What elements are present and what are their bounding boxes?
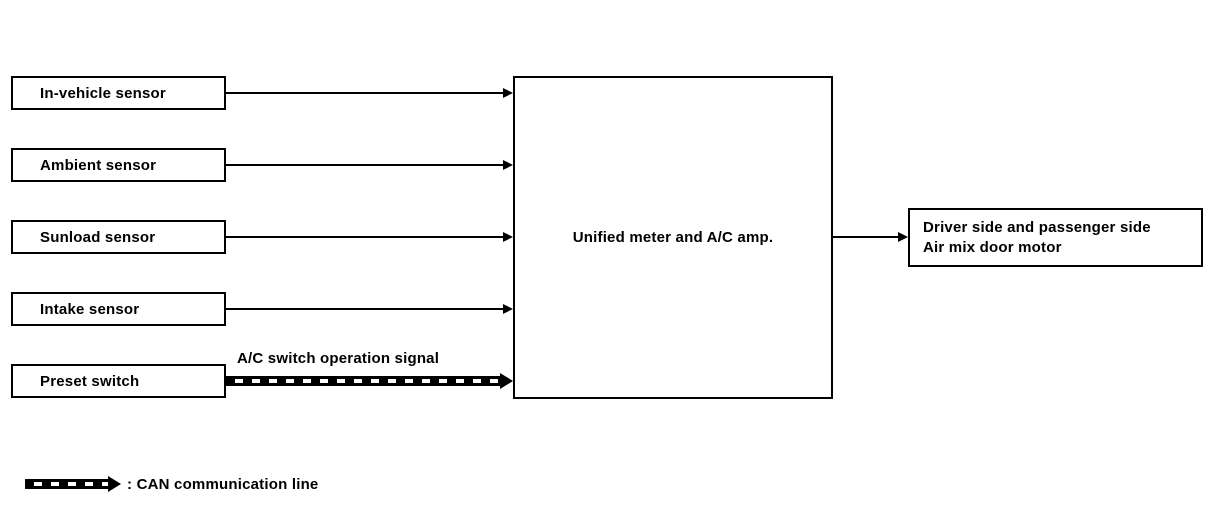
output-box-line1: Driver side and passenger side — [923, 218, 1151, 236]
box-ambient-sensor: Ambient sensor — [11, 148, 226, 182]
box-preset-switch: Preset switch — [11, 364, 226, 398]
box-sunload-sensor: Sunload sensor — [11, 220, 226, 254]
legend-label: : CAN communication line — [127, 476, 319, 493]
can-line-stripes — [226, 376, 501, 386]
arrow-sunload-sensor-to-amp — [226, 232, 513, 242]
can-arrowhead-icon — [500, 373, 513, 389]
box-unified-meter-ac-amp: Unified meter and A/C amp. — [513, 76, 833, 399]
arrow-in-vehicle-sensor-to-amp — [226, 88, 513, 98]
can-arrow-preset-switch-to-amp — [226, 373, 513, 389]
can-arrow-label: A/C switch operation signal — [237, 350, 440, 367]
box-in-vehicle-sensor: In-vehicle sensor — [11, 76, 226, 110]
box-air-mix-door-motor: Driver side and passenger side Air mix d… — [908, 208, 1203, 267]
output-box-line2: Air mix door motor — [923, 238, 1062, 256]
box-intake-sensor: Intake sensor — [11, 292, 226, 326]
arrow-amp-to-air-mix-door-motor — [833, 232, 908, 242]
arrow-ambient-sensor-to-amp — [226, 160, 513, 170]
legend-can-line-stripes — [25, 479, 109, 489]
arrow-intake-sensor-to-amp — [226, 304, 513, 314]
legend-can-arrow-sample — [25, 476, 121, 492]
legend-can-arrowhead-icon — [108, 476, 121, 492]
